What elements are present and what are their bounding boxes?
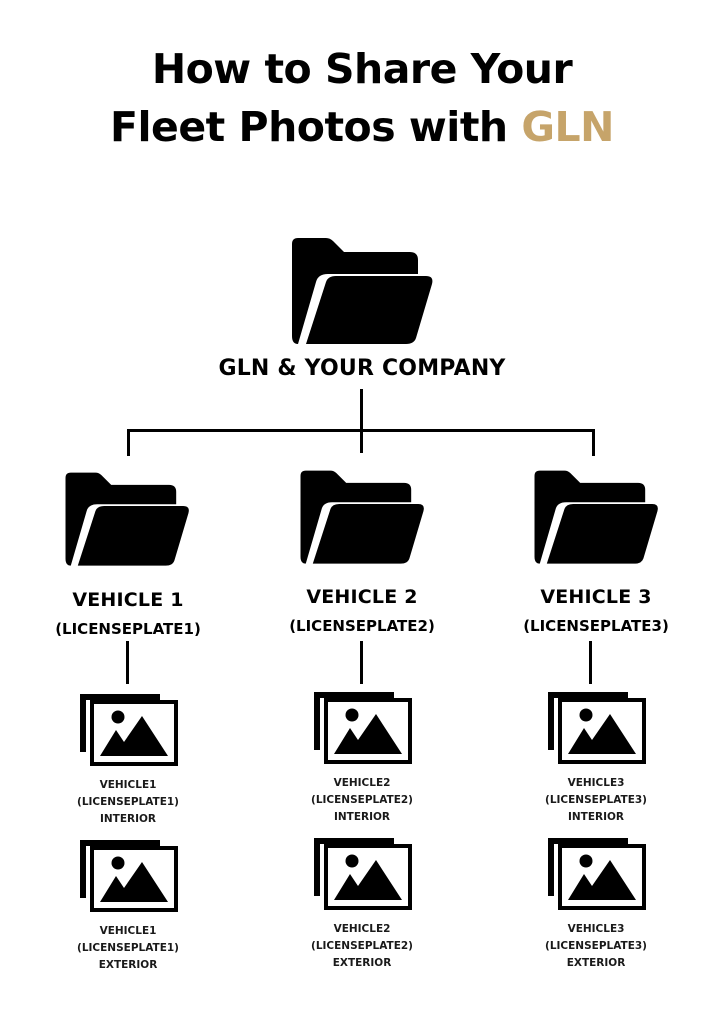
root-folder-icon xyxy=(288,236,436,348)
connector-branch-1 xyxy=(127,429,130,456)
caption-line: VEHICLE2 xyxy=(333,777,391,789)
connector-vehicle-2 xyxy=(360,641,363,684)
vehicle-1-exterior-caption: VEHICLE1 (LICENSEPLATE1) EXTERIOR xyxy=(48,923,208,974)
vehicle-3-interior-image-icon xyxy=(546,690,646,768)
title-accent-gln: GLN xyxy=(521,103,614,151)
vehicle-2-name: VEHICLE 2 xyxy=(306,586,418,608)
caption-line: EXTERIOR xyxy=(332,957,392,969)
caption-line: VEHICLE3 xyxy=(567,923,625,935)
vehicle-2-label: VEHICLE 2 (LICENSEPLATE2) xyxy=(262,585,462,637)
title-line-2-prefix: Fleet Photos with xyxy=(110,103,522,151)
connector-vehicle-3 xyxy=(589,641,592,684)
title-line-1: How to Share Your xyxy=(151,45,573,93)
caption-line: (LICENSEPLATE1) xyxy=(77,942,179,954)
vehicle-2-interior-image-icon xyxy=(312,690,412,768)
vehicle-2-exterior-image-icon xyxy=(312,836,412,914)
connector-vehicle-1 xyxy=(126,641,129,684)
vehicle-1-name: VEHICLE 1 xyxy=(72,589,184,611)
vehicle-2-plate: (LICENSEPLATE2) xyxy=(289,617,435,635)
title-line-2: Fleet Photos with GLN xyxy=(0,98,724,156)
vehicle-3-plate: (LICENSEPLATE3) xyxy=(523,617,669,635)
connector-root-trunk xyxy=(360,389,363,453)
caption-line: VEHICLE1 xyxy=(99,925,157,937)
vehicle-1-label: VEHICLE 1 (LICENSEPLATE1) xyxy=(28,588,228,640)
caption-line: VEHICLE1 xyxy=(99,779,157,791)
vehicle-2-interior-caption: VEHICLE2 (LICENSEPLATE2) INTERIOR xyxy=(282,775,442,826)
vehicle-1-interior-image-icon xyxy=(78,692,178,770)
vehicle-2-folder-icon xyxy=(297,468,427,568)
caption-line: (LICENSEPLATE3) xyxy=(545,794,647,806)
caption-line: EXTERIOR xyxy=(566,957,626,969)
caption-line: (LICENSEPLATE3) xyxy=(545,940,647,952)
caption-line: EXTERIOR xyxy=(98,959,158,971)
caption-line: INTERIOR xyxy=(567,811,625,823)
caption-line: (LICENSEPLATE2) xyxy=(311,940,413,952)
vehicle-3-label: VEHICLE 3 (LICENSEPLATE3) xyxy=(496,585,696,637)
vehicle-3-interior-caption: VEHICLE3 (LICENSEPLATE3) INTERIOR xyxy=(516,775,676,826)
caption-line: INTERIOR xyxy=(333,811,391,823)
root-folder-label: GLN & YOUR COMPANY xyxy=(218,356,506,381)
vehicle-1-plate: (LICENSEPLATE1) xyxy=(55,620,201,638)
vehicle-1-folder-icon xyxy=(62,470,192,570)
vehicle-3-folder-icon xyxy=(531,468,661,568)
connector-branch-3 xyxy=(592,429,595,456)
caption-line: VEHICLE2 xyxy=(333,923,391,935)
vehicle-3-exterior-caption: VEHICLE3 (LICENSEPLATE3) EXTERIOR xyxy=(516,921,676,972)
vehicle-2-exterior-caption: VEHICLE2 (LICENSEPLATE2) EXTERIOR xyxy=(282,921,442,972)
page-title: How to Share Your Fleet Photos with GLN xyxy=(0,40,724,156)
vehicle-1-exterior-image-icon xyxy=(78,838,178,916)
caption-line: VEHICLE3 xyxy=(567,777,625,789)
caption-line: (LICENSEPLATE1) xyxy=(77,796,179,808)
vehicle-1-interior-caption: VEHICLE1 (LICENSEPLATE1) INTERIOR xyxy=(48,777,208,828)
connector-horizontal-bar xyxy=(127,429,595,432)
caption-line: INTERIOR xyxy=(99,813,157,825)
vehicle-3-name: VEHICLE 3 xyxy=(540,586,652,608)
caption-line: (LICENSEPLATE2) xyxy=(311,794,413,806)
vehicle-3-exterior-image-icon xyxy=(546,836,646,914)
